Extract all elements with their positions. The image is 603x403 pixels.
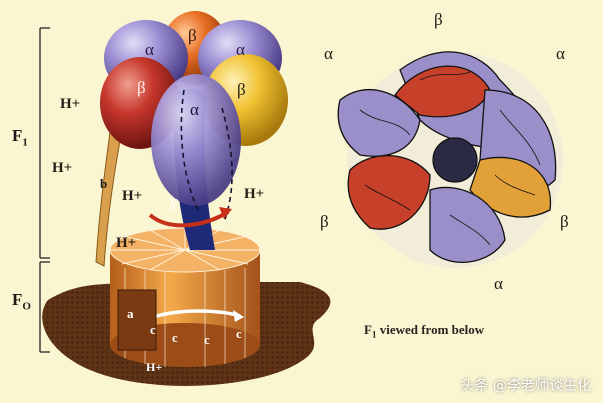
- crystal-caption: F1 viewed from below: [364, 322, 485, 340]
- proton-label-3: H+: [122, 188, 143, 204]
- alpha-label-top-left: α: [145, 40, 154, 59]
- beta-label-right: β: [237, 80, 246, 99]
- a-subunit-label: a: [127, 306, 134, 321]
- alpha-front: [151, 74, 241, 206]
- proton-label-6: H+: [146, 360, 163, 374]
- gamma-label: γ: [170, 192, 178, 211]
- fo-scale-label: FO: [12, 290, 31, 313]
- f1-scale-label: F1: [12, 126, 28, 149]
- crystal-beta-right: β: [560, 212, 569, 231]
- f1-head: [100, 11, 288, 149]
- f1-crystal-structure: [337, 51, 563, 268]
- crystal-beta-top: β: [434, 10, 443, 29]
- beta-label-top: β: [188, 26, 197, 45]
- proton-label-4: H+: [244, 186, 265, 202]
- crystal-beta-left: β: [320, 212, 329, 231]
- rotation-arrow: [148, 210, 230, 228]
- crystal-alpha-top-left: α: [324, 44, 333, 63]
- c-subunit-label-3: c: [204, 332, 210, 347]
- b-subunit-label: b: [100, 176, 108, 191]
- crystal-alpha-bottom: α: [494, 274, 503, 293]
- scale-bracket: [39, 27, 50, 353]
- b-stalk: [95, 115, 125, 267]
- a-subunit: [117, 289, 157, 351]
- proton-label-1: H+: [60, 96, 81, 112]
- c-subunit-label-2: c: [172, 330, 178, 345]
- watermark: 头条 @李老师谈生化: [460, 378, 591, 394]
- crystal-alpha-top-right: α: [556, 44, 565, 63]
- alpha-label-top-right: α: [236, 40, 245, 59]
- beta-label-left: β: [137, 78, 146, 97]
- proton-label-2: H+: [52, 160, 73, 176]
- proton-label-5: H+: [116, 235, 137, 251]
- c-subunit-label-4: c: [236, 326, 242, 341]
- alpha-label-front: α: [190, 100, 199, 119]
- c-subunit-label-1: c: [150, 322, 156, 337]
